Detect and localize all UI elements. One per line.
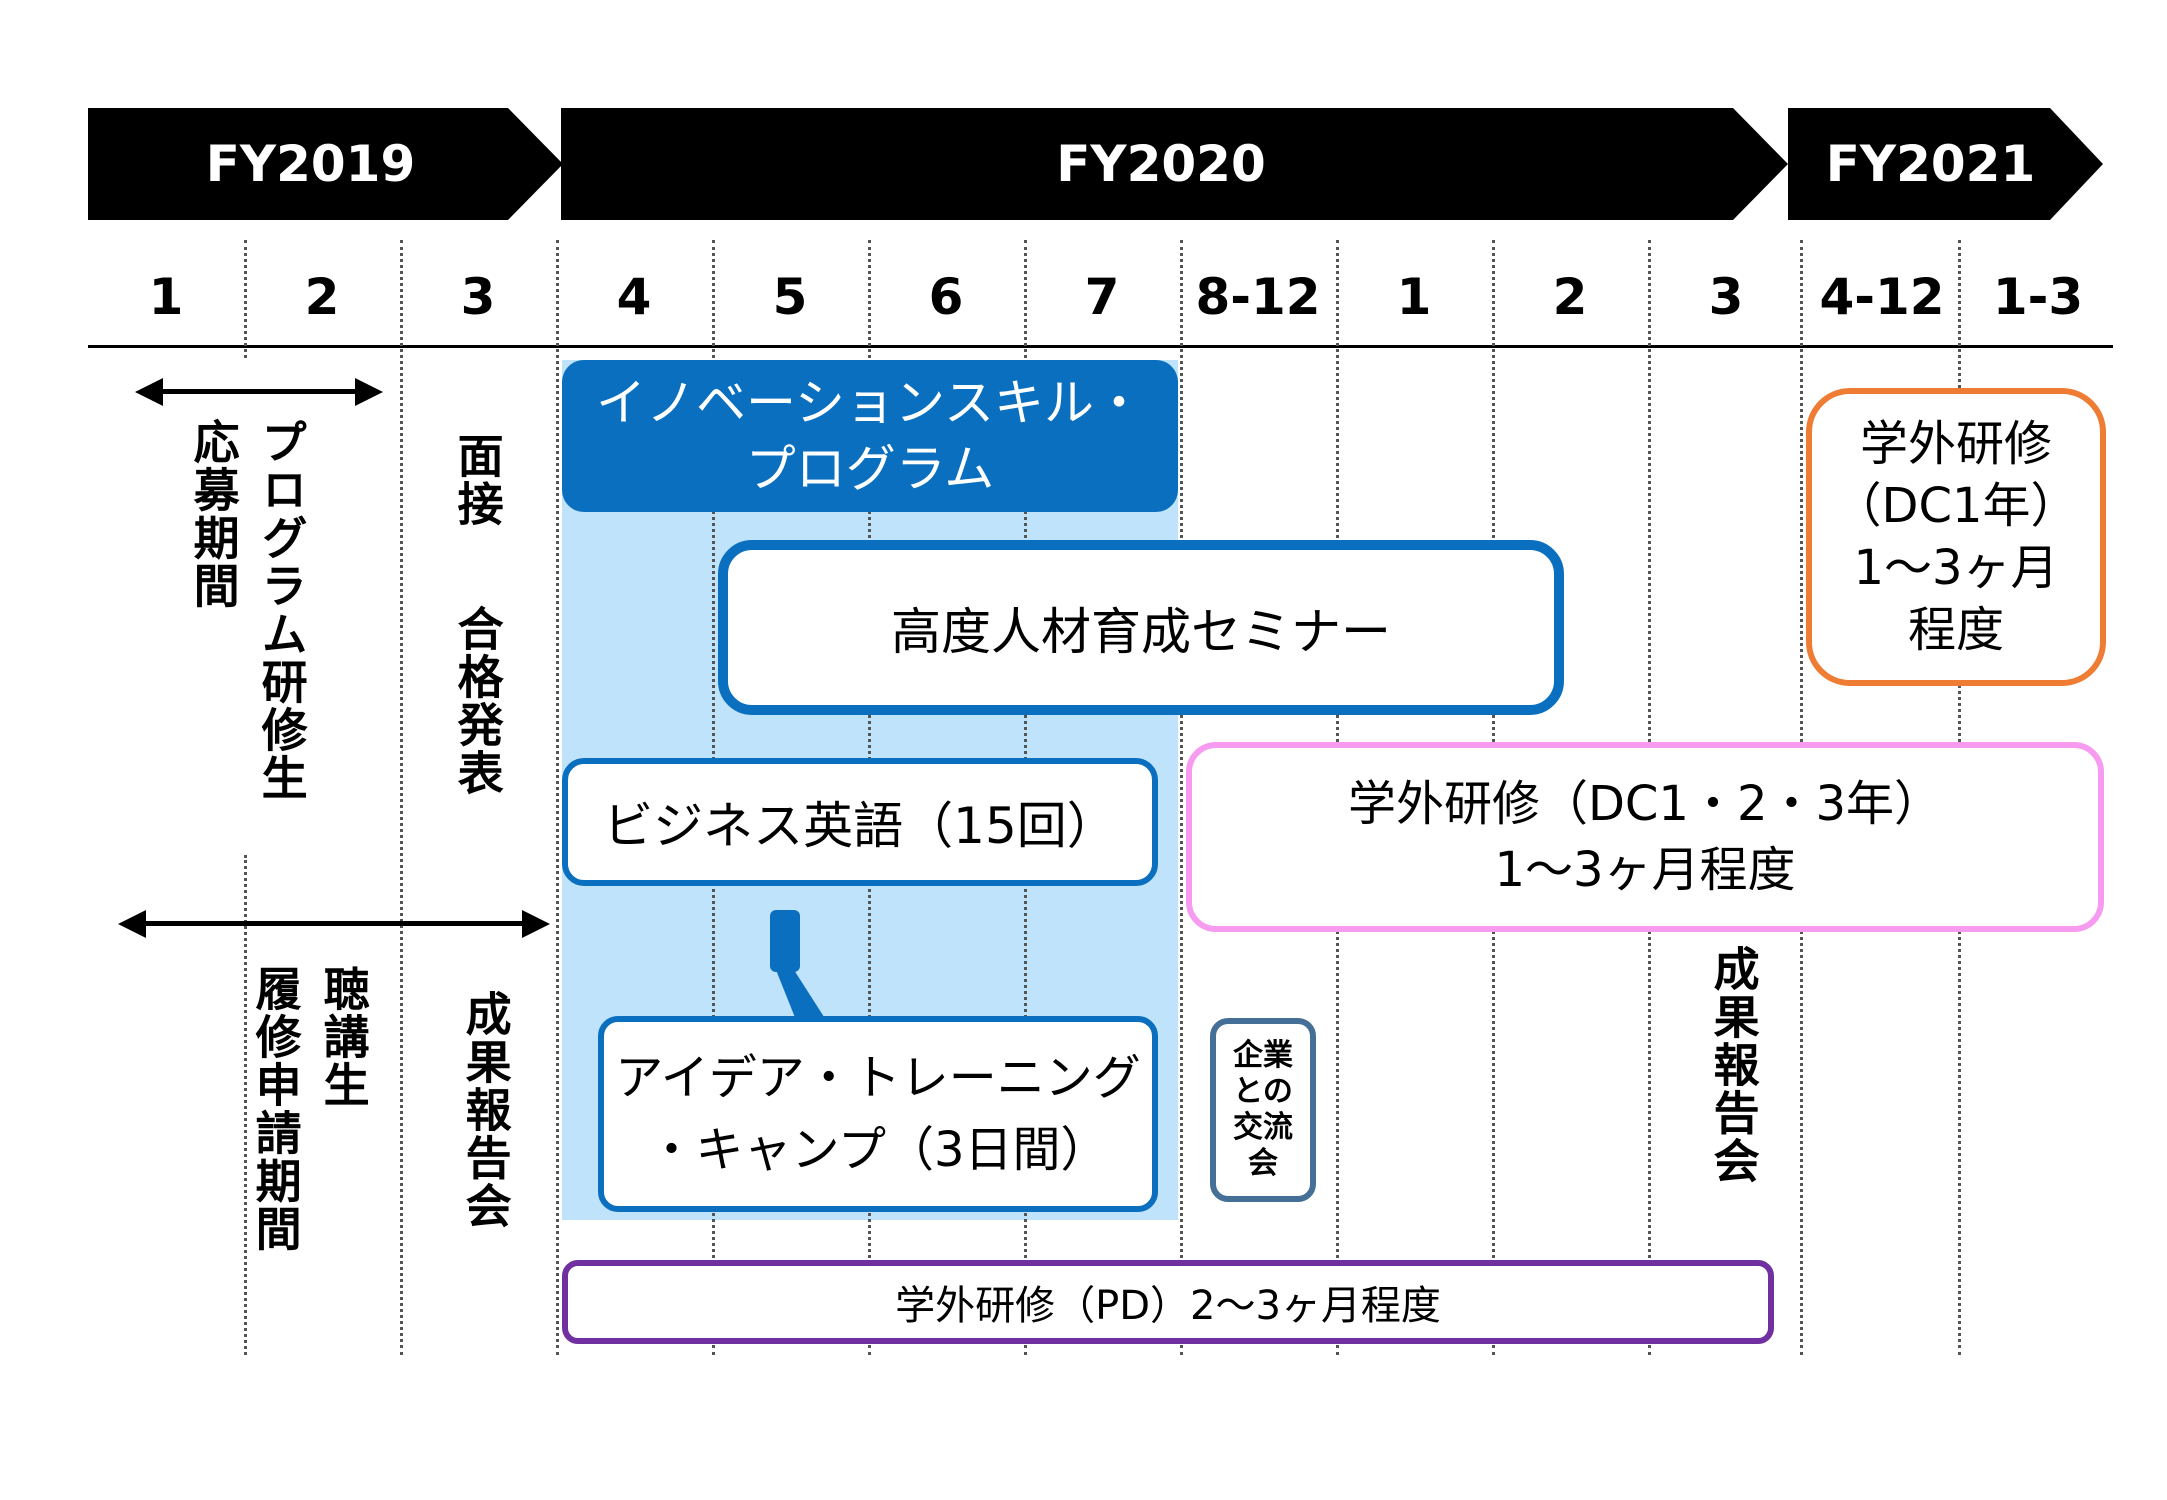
company-exchange-box: 企業 との 交流 会 — [1210, 1018, 1316, 1202]
company-line-1: 企業 — [1233, 1038, 1293, 1073]
business-english-box: ビジネス英語（15回） — [562, 758, 1158, 886]
program-students-label: プログラム研修生 — [254, 418, 309, 802]
column-divider — [244, 855, 247, 1355]
auditor-period-label: 履修申請期間 — [248, 965, 303, 1253]
report-2019-label: 成果報告会 — [458, 990, 513, 1230]
external-dc1-line-1: 学外研修 — [1859, 416, 2052, 472]
external-dc1-line-3: 1〜3ヶ月 — [1853, 540, 2059, 596]
fy2020-arrow-shape — [561, 108, 1788, 220]
external-training-pd-box: 学外研修（PD）2〜3ヶ月程度 — [562, 1260, 1774, 1344]
business-english-label: ビジネス英語（15回） — [603, 797, 1117, 855]
innovation-line-1: イノベーションスキル・ — [596, 374, 1144, 432]
company-line-4: 会 — [1248, 1146, 1278, 1181]
fy2019-banner: FY2019 — [88, 108, 563, 220]
external-pd-label: 学外研修（PD）2〜3ヶ月程度 — [895, 1283, 1441, 1329]
fy2021-label: FY2021 — [1825, 135, 2036, 193]
idea-line-1: アイデア・トレーニング — [615, 1050, 1141, 1106]
month-header: 4 — [616, 268, 652, 326]
external-dc-line-1: 学外研修（DC1・2・3年） — [1347, 776, 1943, 832]
column-divider — [400, 240, 403, 1355]
header-divider — [88, 345, 2113, 348]
interview-label: 面接 — [450, 432, 505, 528]
month-header: 2 — [1552, 268, 1588, 326]
fy2020-label: FY2020 — [1056, 135, 1266, 193]
external-dc1-line-4: 程度 — [1907, 602, 2004, 658]
report-2020-label: 成果報告会 — [1706, 945, 1761, 1185]
month-header: 4-12 — [1819, 268, 1945, 326]
idea-training-camp-box: アイデア・トレーニング ・キャンプ（3日間） — [598, 1016, 1158, 1212]
innovation-line-2: プログラム — [745, 440, 995, 498]
month-header: 5 — [772, 268, 808, 326]
month-header: 1 — [148, 268, 184, 326]
column-divider — [1180, 240, 1183, 1355]
column-divider — [556, 240, 559, 1355]
company-line-2: との — [1233, 1074, 1293, 1109]
fy2019-label: FY2019 — [205, 135, 416, 193]
auditor-period-arrow — [118, 910, 550, 938]
application-period-arrow — [135, 378, 383, 406]
fy2019-arrow-shape — [88, 108, 563, 220]
auditor-label: 聴講生 — [316, 965, 371, 1109]
idea-callout-connector — [770, 910, 826, 1020]
external-dc1-line-2: （DC1年） — [1833, 478, 2079, 534]
column-divider — [244, 240, 247, 358]
month-header: 7 — [1084, 268, 1120, 326]
month-header: 1-3 — [1992, 268, 2084, 326]
program-students-period: 応募期間 — [186, 418, 241, 610]
month-header: 3 — [1708, 268, 1744, 326]
external-dc-line-2: 1〜3ヶ月程度 — [1494, 842, 1796, 898]
fy2021-banner: FY2021 — [1788, 108, 2103, 220]
fy2021-arrow-shape — [1788, 108, 2103, 220]
company-line-3: 交流 — [1233, 1110, 1293, 1145]
month-header: 8-12 — [1195, 268, 1321, 326]
month-header: 2 — [304, 268, 340, 326]
result-announcement-label: 合格発表 — [450, 605, 505, 797]
month-header: 6 — [928, 268, 964, 326]
external-training-dc-box: 学外研修（DC1・2・3年） 1〜3ヶ月程度 — [1186, 742, 2104, 932]
external-training-dc1-box: 学外研修 （DC1年） 1〜3ヶ月 程度 — [1806, 388, 2106, 686]
innovation-skill-program-box: イノベーションスキル・ プログラム — [562, 360, 1178, 512]
seminar-label: 高度人材育成セミナー — [891, 602, 1391, 661]
month-header: 3 — [460, 268, 496, 326]
month-header: 1 — [1396, 268, 1432, 326]
idea-line-2: ・キャンプ（3日間） — [647, 1122, 1109, 1178]
advanced-seminar-box: 高度人材育成セミナー — [718, 540, 1564, 715]
fy2020-banner: FY2020 — [561, 108, 1788, 220]
